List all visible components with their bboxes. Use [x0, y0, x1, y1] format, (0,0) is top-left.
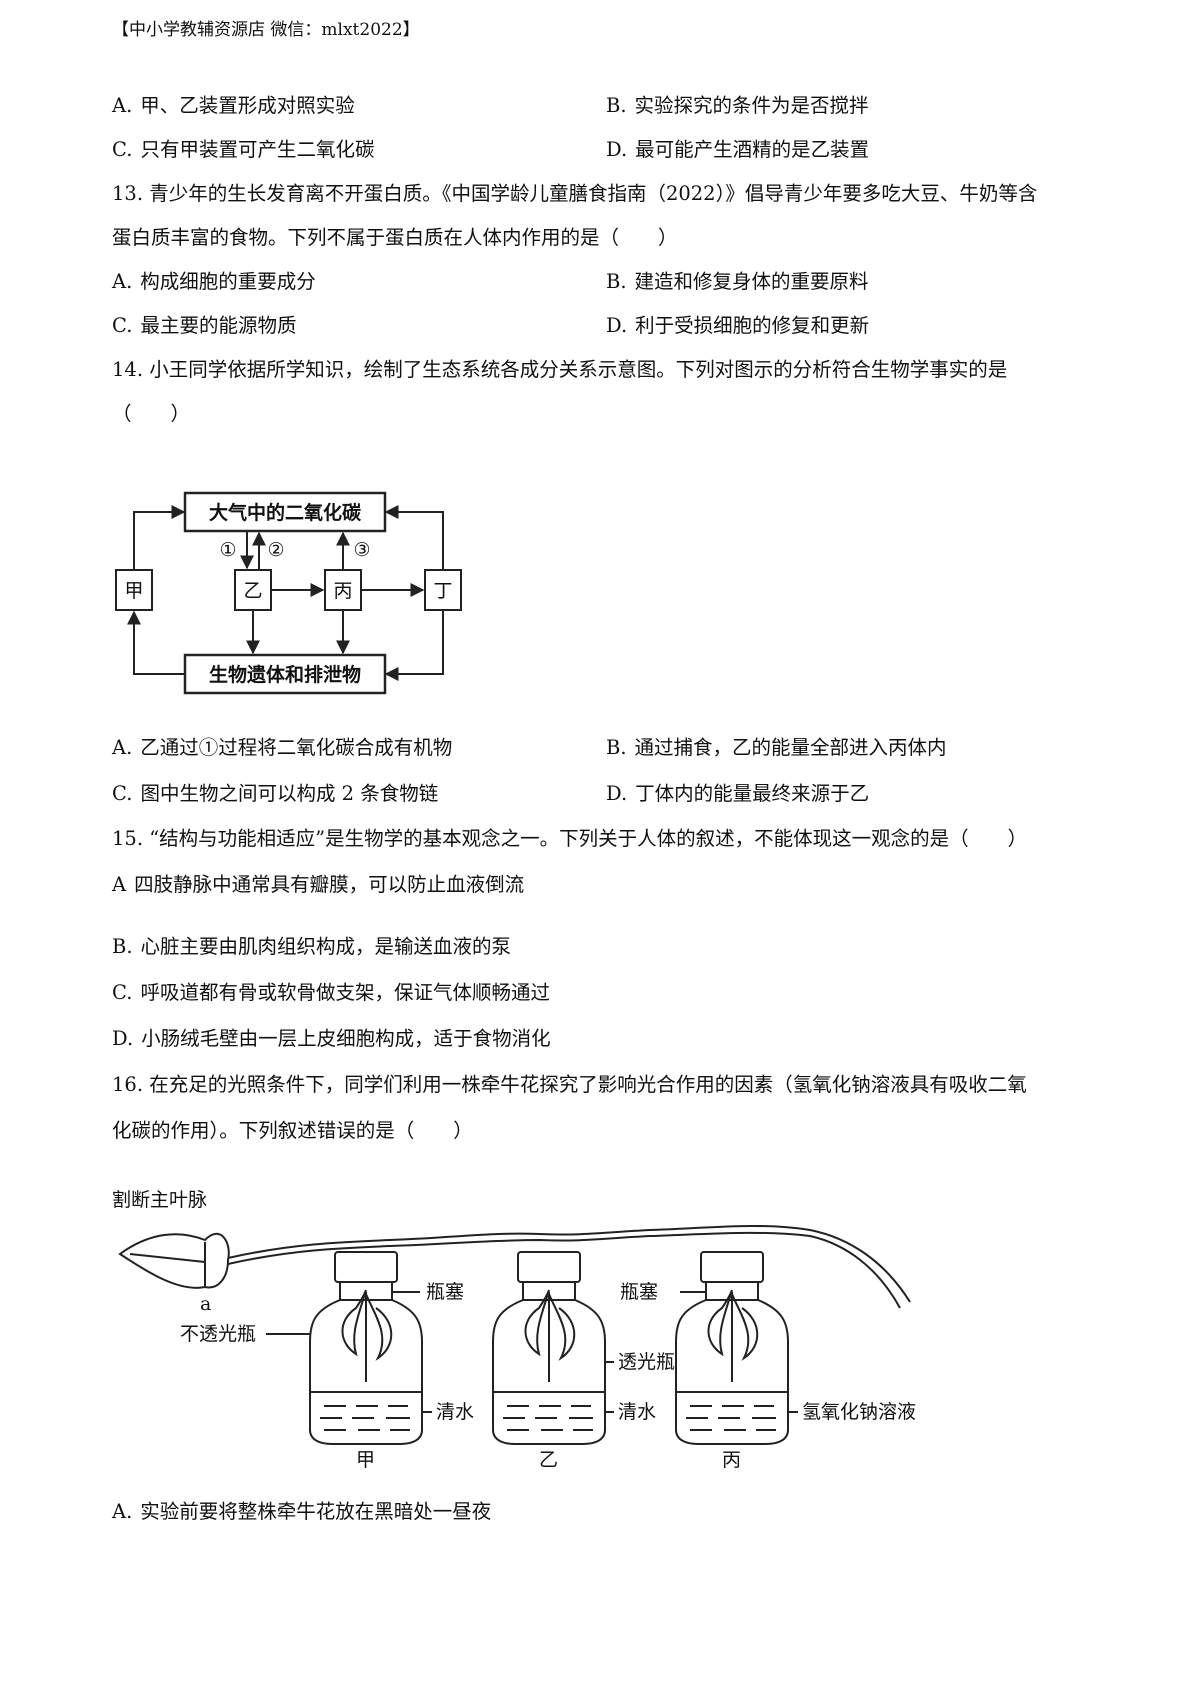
- arrow-jia-to-co2: [133, 505, 186, 570]
- label-bottle-bing: 丙: [722, 1449, 741, 1470]
- q15-option-c-text: 呼吸道都有骨或软骨做支架，保证气体顺畅通过: [140, 981, 550, 1004]
- vine-stem: [227, 1224, 911, 1303]
- option-letter: A.: [112, 270, 133, 293]
- leaf-a-vein: [129, 1253, 206, 1263]
- bottle-yi: [492, 1251, 606, 1445]
- q15-option-b-text: 心脏主要由肌肉组织构成，是输送血液的泵: [140, 935, 512, 958]
- option-letter: A.: [112, 736, 133, 759]
- label-process-2: ②: [267, 539, 284, 561]
- label-naoh: 氢氧化钠溶液: [802, 1401, 916, 1423]
- label-process-1: ①: [219, 539, 236, 561]
- q12-option-c[interactable]: C. 只有甲装置可产生二氧化碳: [112, 136, 374, 164]
- option-letter: B.: [112, 935, 133, 958]
- q13-option-d-text: 利于受损细胞的修复和更新: [635, 314, 870, 337]
- option-letter: D.: [606, 138, 628, 161]
- q15-option-a-text: 四肢静脉中通常具有瓣膜，可以防止血液倒流: [134, 873, 525, 896]
- q13-option-a[interactable]: A. 构成细胞的重要成分: [112, 268, 316, 296]
- bottle-jia: [309, 1251, 423, 1445]
- arrow-remains-to-jia: [127, 610, 185, 675]
- q16-option-a[interactable]: A. 实验前要将整株牵牛花放在黑暗处一昼夜: [112, 1498, 491, 1526]
- option-letter: C.: [112, 138, 133, 161]
- q13-option-c[interactable]: C. 最主要的能源物质: [112, 312, 296, 340]
- option-letter: C.: [112, 782, 133, 805]
- label-yi: 乙: [243, 580, 262, 602]
- q16-stem-line2: 化碳的作用）。下列叙述错误的是（ ）: [112, 1119, 473, 1142]
- q15-option-a[interactable]: A 四肢静脉中通常具有瓣膜，可以防止血液倒流: [112, 871, 524, 899]
- q13-stem-line2: 蛋白质丰富的食物。下列不属于蛋白质在人体内作用的是（ ）: [112, 226, 678, 249]
- ecosystem-diagram: 大气中的二氧化碳 生物遗体和排泄物 甲 乙 丙 丁 ① ② ③: [115, 491, 462, 695]
- q15-stem-line1: 15. “结构与功能相适应”是生物学的基本观念之一。下列关于人体的叙述，不能体现…: [112, 827, 1028, 850]
- q15-option-d-text: 小肠绒毛壁由一层上皮细胞构成，适于食物消化: [141, 1027, 551, 1050]
- label-clear-bottle: 透光瓶: [618, 1351, 675, 1373]
- q13-option-d[interactable]: D. 利于受损细胞的修复和更新: [606, 312, 869, 340]
- q14-option-a-text: 乙通过①过程将二氧化碳合成有机物: [140, 736, 453, 759]
- q15-option-b[interactable]: B. 心脏主要由肌肉组织构成，是输送血液的泵: [112, 933, 511, 961]
- arrow-ding-to-co2: [384, 505, 444, 570]
- q16-option-a-text: 实验前要将整株牵牛花放在黑暗处一昼夜: [140, 1500, 492, 1523]
- q12-option-b-text: 实验探究的条件为是否搅拌: [634, 94, 869, 117]
- q14-option-a[interactable]: A. 乙通过①过程将二氧化碳合成有机物: [112, 734, 452, 762]
- q14-stem-line1: 14. 小王同学依据所学知识，绘制了生态系统各成分关系示意图。下列对图示的分析符…: [112, 358, 1008, 381]
- q14-option-c-text: 图中生物之间可以构成 2 条食物链: [140, 782, 439, 805]
- q12-option-b[interactable]: B. 实验探究的条件为是否搅拌: [606, 92, 869, 120]
- q13-option-c-text: 最主要的能源物质: [140, 314, 297, 337]
- label-jia: 甲: [124, 580, 143, 602]
- label-water2: 清水: [618, 1401, 656, 1423]
- q13-stem-line1: 13. 青少年的生长发育离不开蛋白质。《中国学龄儿童膳食指南（2022）》倡导青…: [112, 182, 1038, 205]
- page-header: 【中小学教辅资源店 微信：mlxt2022】: [112, 20, 420, 40]
- label-ding: 丁: [433, 580, 452, 602]
- label-atmosphere-co2: 大气中的二氧化碳: [209, 501, 362, 524]
- label-cut-vein: 割断主叶脉: [112, 1189, 207, 1211]
- leaf-a: [118, 1232, 230, 1289]
- option-letter: A.: [112, 1500, 133, 1523]
- q15-option-c[interactable]: C. 呼吸道都有骨或软骨做支架，保证气体顺畅通过: [112, 979, 550, 1007]
- label-water1: 清水: [436, 1401, 474, 1423]
- label-opaque-bottle: 不透光瓶: [180, 1323, 256, 1345]
- vine-stem-inner: [227, 1231, 901, 1309]
- box-yi: [234, 569, 272, 611]
- bottle-bing: [675, 1251, 789, 1445]
- option-letter: B.: [606, 94, 627, 117]
- q14-option-d-text: 丁体内的能量最终来源于乙: [635, 782, 870, 805]
- option-letter: D.: [606, 782, 628, 805]
- q13-option-b-text: 建造和修复身体的重要原料: [634, 270, 869, 293]
- label-bing: 丙: [333, 580, 352, 602]
- option-letter: A.: [112, 94, 133, 117]
- option-letter: D.: [112, 1027, 134, 1050]
- q14-option-c[interactable]: C. 图中生物之间可以构成 2 条食物链: [112, 780, 438, 808]
- q12-option-c-text: 只有甲装置可产生二氧化碳: [140, 138, 375, 161]
- label-bottle-yi: 乙: [539, 1449, 558, 1470]
- arrow-ding-to-remains: [384, 610, 444, 681]
- q12-option-a-text: 甲、乙装置形成对照实验: [140, 94, 355, 117]
- label-stopper2: 瓶塞: [620, 1281, 658, 1303]
- label-bottle-jia: 甲: [356, 1449, 375, 1470]
- option-letter: A: [112, 873, 127, 896]
- q14-option-d[interactable]: D. 丁体内的能量最终来源于乙: [606, 780, 869, 808]
- q13-option-a-text: 构成细胞的重要成分: [140, 270, 316, 293]
- q15-option-d[interactable]: D. 小肠绒毛壁由一层上皮细胞构成，适于食物消化: [112, 1025, 551, 1053]
- label-leaf-a: a: [200, 1293, 211, 1315]
- q14-option-b[interactable]: B. 通过捕食，乙的能量全部进入丙体内: [606, 734, 947, 762]
- q12-option-d-text: 最可能产生酒精的是乙装置: [635, 138, 870, 161]
- q14-stem-line2: （ ）: [112, 402, 191, 425]
- option-letter: C.: [112, 981, 133, 1004]
- q12-option-a[interactable]: A. 甲、乙装置形成对照实验: [112, 92, 355, 120]
- label-remains: 生物遗体和排泄物: [209, 663, 361, 686]
- option-letter: B.: [606, 736, 627, 759]
- q12-option-d[interactable]: D. 最可能产生酒精的是乙装置: [606, 136, 869, 164]
- label-process-3: ③: [353, 539, 370, 561]
- bottle-experiment-figure: 割断主叶脉 a 瓶塞 瓶塞 不透光瓶 透光瓶 清水 清水 氢氧化钠溶液 甲 乙 …: [112, 1189, 916, 1470]
- option-letter: C.: [112, 314, 133, 337]
- q13-option-b[interactable]: B. 建造和修复身体的重要原料: [606, 268, 869, 296]
- q14-option-b-text: 通过捕食，乙的能量全部进入丙体内: [634, 736, 947, 759]
- option-letter: B.: [606, 270, 627, 293]
- q16-stem-line1: 16. 在充足的光照条件下，同学们利用一株牵牛花探究了影响光合作用的因素（氢氧化…: [112, 1073, 1027, 1096]
- label-stopper1: 瓶塞: [426, 1281, 464, 1303]
- option-letter: D.: [606, 314, 628, 337]
